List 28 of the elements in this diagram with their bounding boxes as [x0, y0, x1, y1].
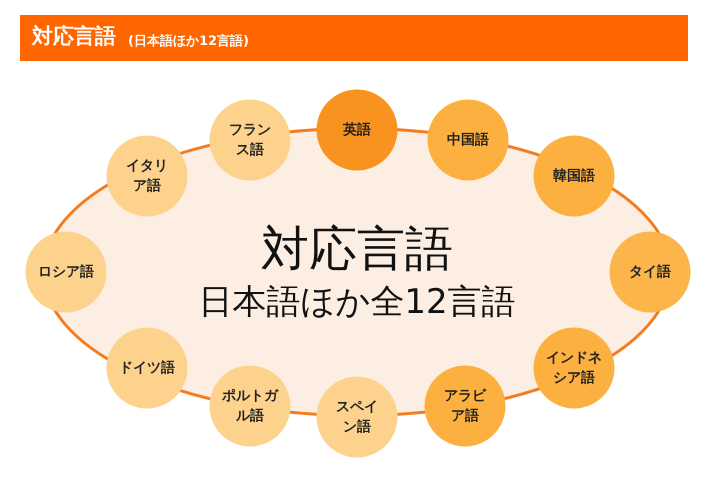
language-name: アラビア語: [443, 387, 487, 426]
language-name: 英語: [342, 121, 372, 140]
header-title: 対応言語: [32, 23, 116, 50]
language-name: タイ語: [628, 263, 672, 282]
language-name: ポルトガル語: [221, 387, 280, 426]
language-circle: [426, 98, 510, 182]
language-circle: [24, 230, 108, 314]
language-name: ロシア語: [37, 263, 95, 282]
language-name: ドイツ語: [118, 359, 176, 378]
language-circle: [105, 326, 189, 410]
language-circle: [208, 364, 292, 448]
language-circle: [315, 375, 399, 459]
header-subtitle: (日本語ほか12言語): [128, 32, 249, 50]
language-circle: [208, 98, 292, 182]
language-circle: [423, 364, 507, 448]
center-subheading: 日本語ほか全12言語: [198, 281, 516, 324]
language-name: イタリア語: [125, 157, 169, 196]
language-name: 韓国語: [552, 167, 596, 186]
language-circle: [532, 326, 616, 410]
language-circle: [315, 88, 399, 172]
language-name: インドネシア語: [545, 349, 603, 388]
language-name: 中国語: [446, 131, 490, 150]
language-circle: [608, 230, 692, 314]
language-circle: [532, 134, 616, 218]
language-name: スペイン語: [335, 398, 379, 437]
language-name: フランス語: [228, 121, 272, 160]
language-circle: [105, 134, 189, 218]
center-heading: 対応言語: [260, 220, 454, 279]
